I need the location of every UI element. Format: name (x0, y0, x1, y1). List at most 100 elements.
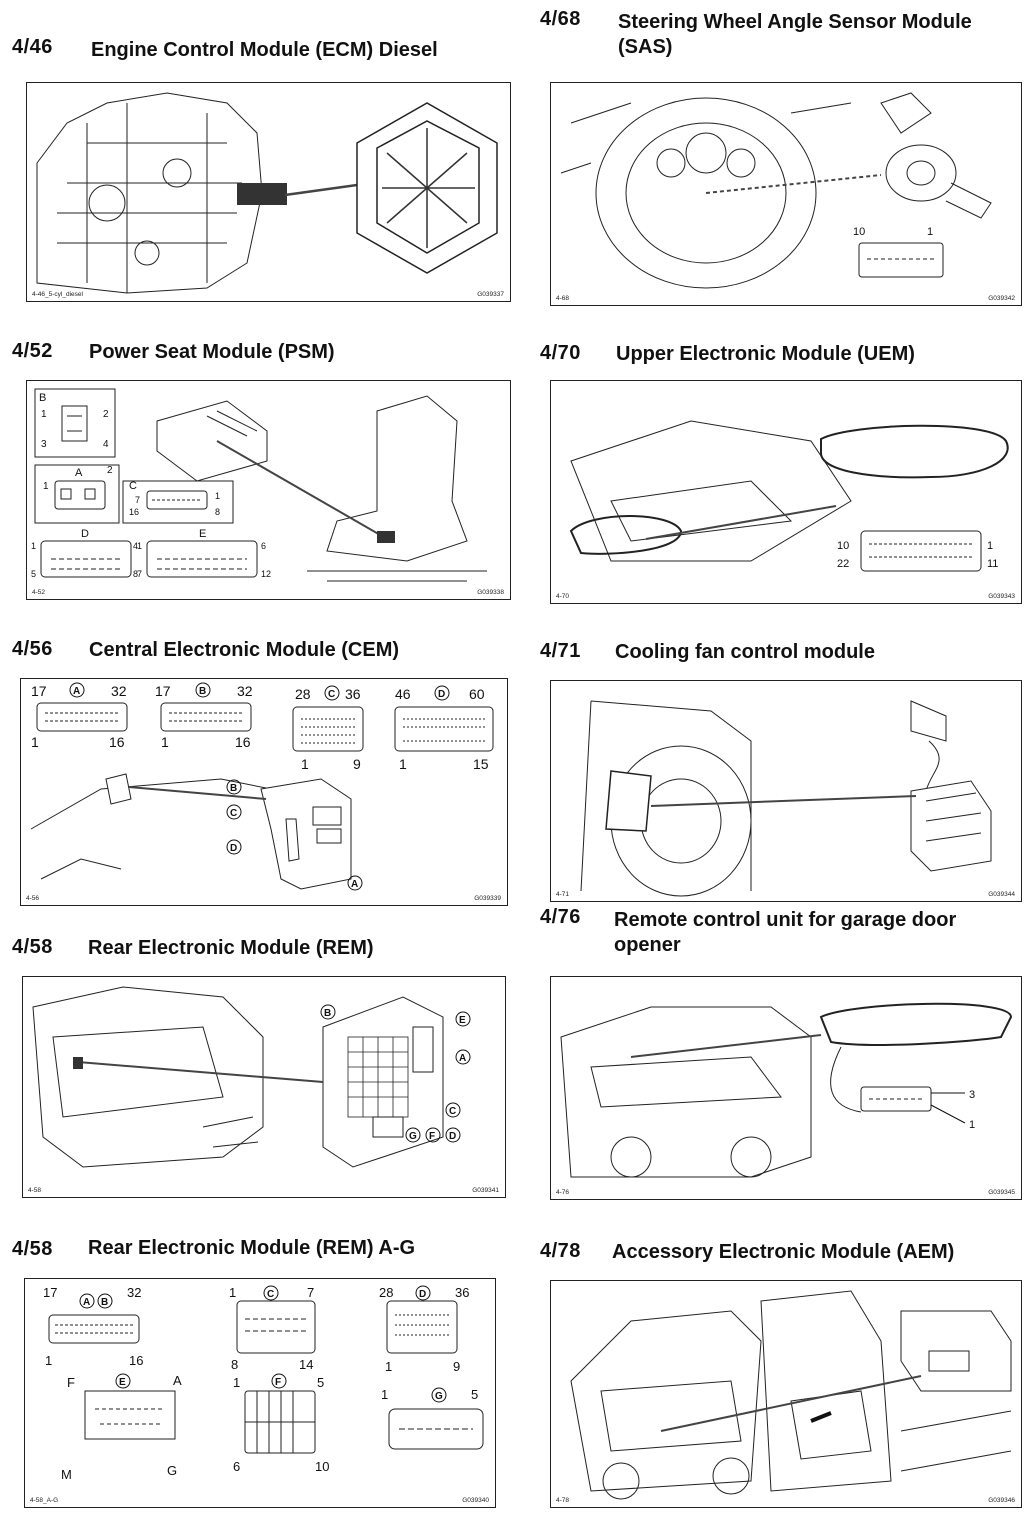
section-number: 4/46 (12, 36, 53, 58)
callout-letter: F (429, 1131, 435, 1142)
section-number: 4/56 (12, 638, 53, 660)
section-number: 4/71 (540, 640, 581, 662)
pin-label: 8 (231, 1357, 238, 1372)
letter-c: C (129, 480, 137, 492)
callout-letter: A (351, 879, 358, 890)
connector-letter: F (275, 1377, 281, 1388)
pin-label: 12 (261, 569, 271, 579)
pin-label: 2 (103, 409, 109, 420)
section-number: 4/76 (540, 906, 581, 928)
figure-reference: G039343 (988, 593, 1015, 600)
pin-label: 9 (353, 756, 361, 772)
figure-code: 4-56 (26, 895, 40, 902)
pin-label: M (61, 1467, 72, 1482)
section-4-52: 4/52 Power Seat Module (PSM) (12, 340, 512, 605)
section-title: Engine Control Module (ECM) Diesel (91, 39, 438, 61)
figure-garage-remote: 3 1 4-76 G039345 (550, 976, 1022, 1200)
pin-label: 17 (155, 683, 171, 699)
pin-label: 8 (215, 507, 220, 517)
section-title: Accessory Electronic Module (AEM) (612, 1241, 955, 1263)
pin-label: 60 (469, 686, 485, 702)
callout-letter: C (449, 1106, 456, 1117)
figure-rem-connectors: 17 32 1 16 A B 1 7 8 14 C 28 36 1 9 D E … (24, 1278, 496, 1508)
figure-code: 4-76 (556, 1189, 570, 1196)
pin-label: 15 (473, 756, 489, 772)
pin-label: 3 (41, 439, 47, 450)
pin-label: 1 (301, 756, 309, 772)
callout-letter: G (409, 1131, 417, 1142)
letter-e: E (199, 528, 206, 540)
figure-cem: 17 32 1 16 A 17 32 1 16 B 28 36 1 9 C 46… (20, 678, 508, 906)
pin-label: 1 (399, 756, 407, 772)
pin-label: 9 (453, 1359, 460, 1374)
figure-sas: 10 1 4-68 G039342 (550, 82, 1022, 306)
figure-code: 4-70 (556, 593, 570, 600)
figure-code: 4-68 (556, 295, 570, 302)
section-title: Rear Electronic Module (REM) (88, 937, 374, 959)
pin-label: 1 (385, 1359, 392, 1374)
garage-remote-illustration: 3 1 (560, 1002, 1013, 1178)
figure-code: 4-71 (556, 891, 570, 898)
section-title: Central Electronic Module (CEM) (89, 639, 400, 661)
cooling-fan-illustration (580, 700, 992, 897)
figure-cooling-fan: 4-71 G039344 (550, 680, 1022, 902)
pin-label: 10 (837, 540, 849, 552)
section-4-70: 4/70 Upper Electronic Module (UEM) 10 1 … (540, 342, 1030, 607)
letter-a: A (75, 467, 83, 479)
pin-label: 11 (987, 558, 998, 570)
pin-label: 1 (41, 409, 47, 420)
pin-label: 10 (315, 1459, 329, 1474)
section-4-46: 4/46 Engine Control Module (ECM) Diesel … (12, 36, 512, 306)
pin-label: 6 (261, 541, 266, 551)
callout-letter: D (449, 1131, 456, 1142)
callout-letter: B (324, 1008, 331, 1019)
pin-label: 16 (109, 734, 125, 750)
section-title: Rear Electronic Module (REM) A-G (88, 1237, 416, 1259)
pin-label: 7 (307, 1285, 314, 1300)
callout-letter: C (230, 808, 237, 819)
callout-letter: E (459, 1015, 466, 1026)
callout-letter: D (230, 843, 237, 854)
connector-letter: A (83, 1297, 90, 1308)
pin-label: 4 (133, 541, 138, 551)
uem-illustration: 10 1 22 11 (569, 420, 1009, 572)
pin-label: 1 (31, 541, 36, 551)
figure-reference: G039340 (462, 1497, 489, 1504)
pin-label: 1 (31, 734, 39, 750)
pin-label: 1 (969, 1119, 975, 1131)
pin-label: 8 (133, 569, 138, 579)
letter-b: B (39, 392, 46, 404)
figure-code: 4-58 (28, 1187, 42, 1194)
pin-label: 6 (233, 1459, 240, 1474)
pin-label: 7 (137, 569, 142, 579)
figure-reference: G039341 (472, 1187, 499, 1194)
pin-label: 1 (927, 226, 933, 238)
pin-label: A (173, 1373, 182, 1388)
rem-connectors-illustration: 17 32 1 16 A B 1 7 8 14 C 28 36 1 9 D E … (43, 1285, 484, 1482)
section-4-71: 4/71 Cooling fan control module 4-71 G03… (540, 640, 1030, 905)
pin-label: 28 (379, 1285, 393, 1300)
pin-label: G (167, 1463, 177, 1478)
figure-code: 4-46_5-cyl_diesel (32, 291, 83, 298)
pin-label: 7 (135, 495, 140, 505)
figure-ecm-diesel: 4-46_5-cyl_diesel G039337 (26, 82, 511, 302)
pin-label: 1 (229, 1285, 236, 1300)
ecm-unit (356, 102, 498, 274)
pin-label: 3 (969, 1089, 975, 1101)
aem-illustration (570, 1290, 1012, 1500)
connector-letter: B (199, 686, 206, 697)
letter-d: D (81, 528, 89, 540)
connector-letter: A (73, 686, 80, 697)
rem-illustration: B E A C D F G (32, 986, 471, 1168)
connector-letter: D (419, 1289, 426, 1300)
pin-label: 1 (215, 491, 220, 501)
connector-letter: G (435, 1391, 443, 1402)
figure-reference: G039346 (988, 1497, 1015, 1504)
section-4-58-rem: 4/58 Rear Electronic Module (REM) B (12, 936, 512, 1206)
connector-letter: C (267, 1289, 274, 1300)
section-number: 4/58 (12, 936, 53, 958)
sas-illustration: 10 1 (560, 92, 992, 289)
pin-label: 36 (345, 686, 361, 702)
figure-reference: G039342 (988, 295, 1015, 302)
psm-illustration: B 1 2 3 4 A 1 2 C 7 1 16 8 D 1 4 5 8 E 1… (31, 388, 487, 582)
